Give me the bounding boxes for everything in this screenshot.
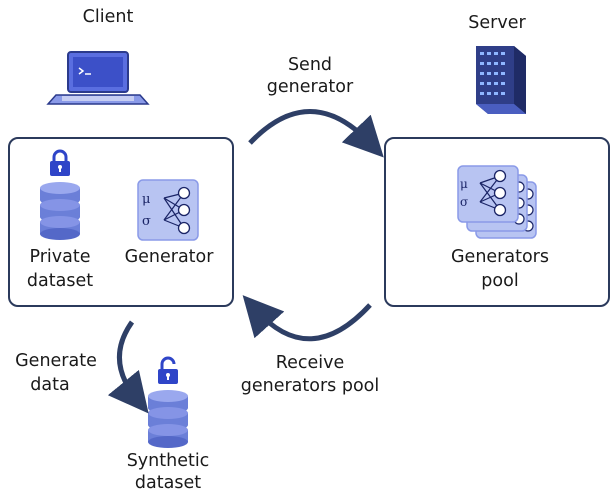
synthetic-dataset-label-line2: dataset bbox=[134, 473, 202, 493]
database-icon bbox=[40, 182, 80, 240]
synthetic-database-icon bbox=[148, 390, 188, 448]
server-title: Server bbox=[468, 13, 526, 33]
laptop-icon bbox=[46, 51, 150, 105]
lock-open-icon bbox=[158, 356, 178, 384]
client-title: Client bbox=[82, 7, 134, 27]
generators-pool-label-line1: Generators bbox=[451, 247, 549, 267]
private-dataset-label-line2: dataset bbox=[26, 271, 94, 291]
receive-label-line2: generators pool bbox=[240, 376, 380, 396]
generate-label-line1: Generate bbox=[15, 351, 97, 371]
send-arrow bbox=[248, 109, 384, 158]
private-dataset-label-line1: Private bbox=[29, 247, 91, 267]
generator-label: Generator bbox=[124, 247, 214, 267]
pool-mu-symbol: μ bbox=[460, 177, 468, 191]
pool-sigma-symbol: σ bbox=[460, 195, 468, 209]
receive-arrow bbox=[242, 295, 372, 342]
receive-label-line1: Receive bbox=[275, 353, 345, 373]
sigma-symbol: σ bbox=[142, 214, 151, 229]
server-rack-icon bbox=[476, 46, 526, 114]
generate-arrow bbox=[107, 320, 149, 414]
synthetic-dataset-label-line1: Synthetic bbox=[126, 451, 210, 471]
send-label-line2: generator bbox=[266, 77, 354, 97]
generators-pool-label-line2: pool bbox=[481, 271, 519, 291]
generate-label-line2: data bbox=[30, 375, 70, 395]
neural-net-icon: μ σ bbox=[137, 179, 199, 241]
send-label-line1: Send bbox=[287, 55, 333, 75]
mu-symbol: μ bbox=[142, 192, 150, 207]
lock-closed-icon bbox=[50, 149, 70, 176]
generators-pool-icon: μ σ bbox=[457, 165, 537, 239]
